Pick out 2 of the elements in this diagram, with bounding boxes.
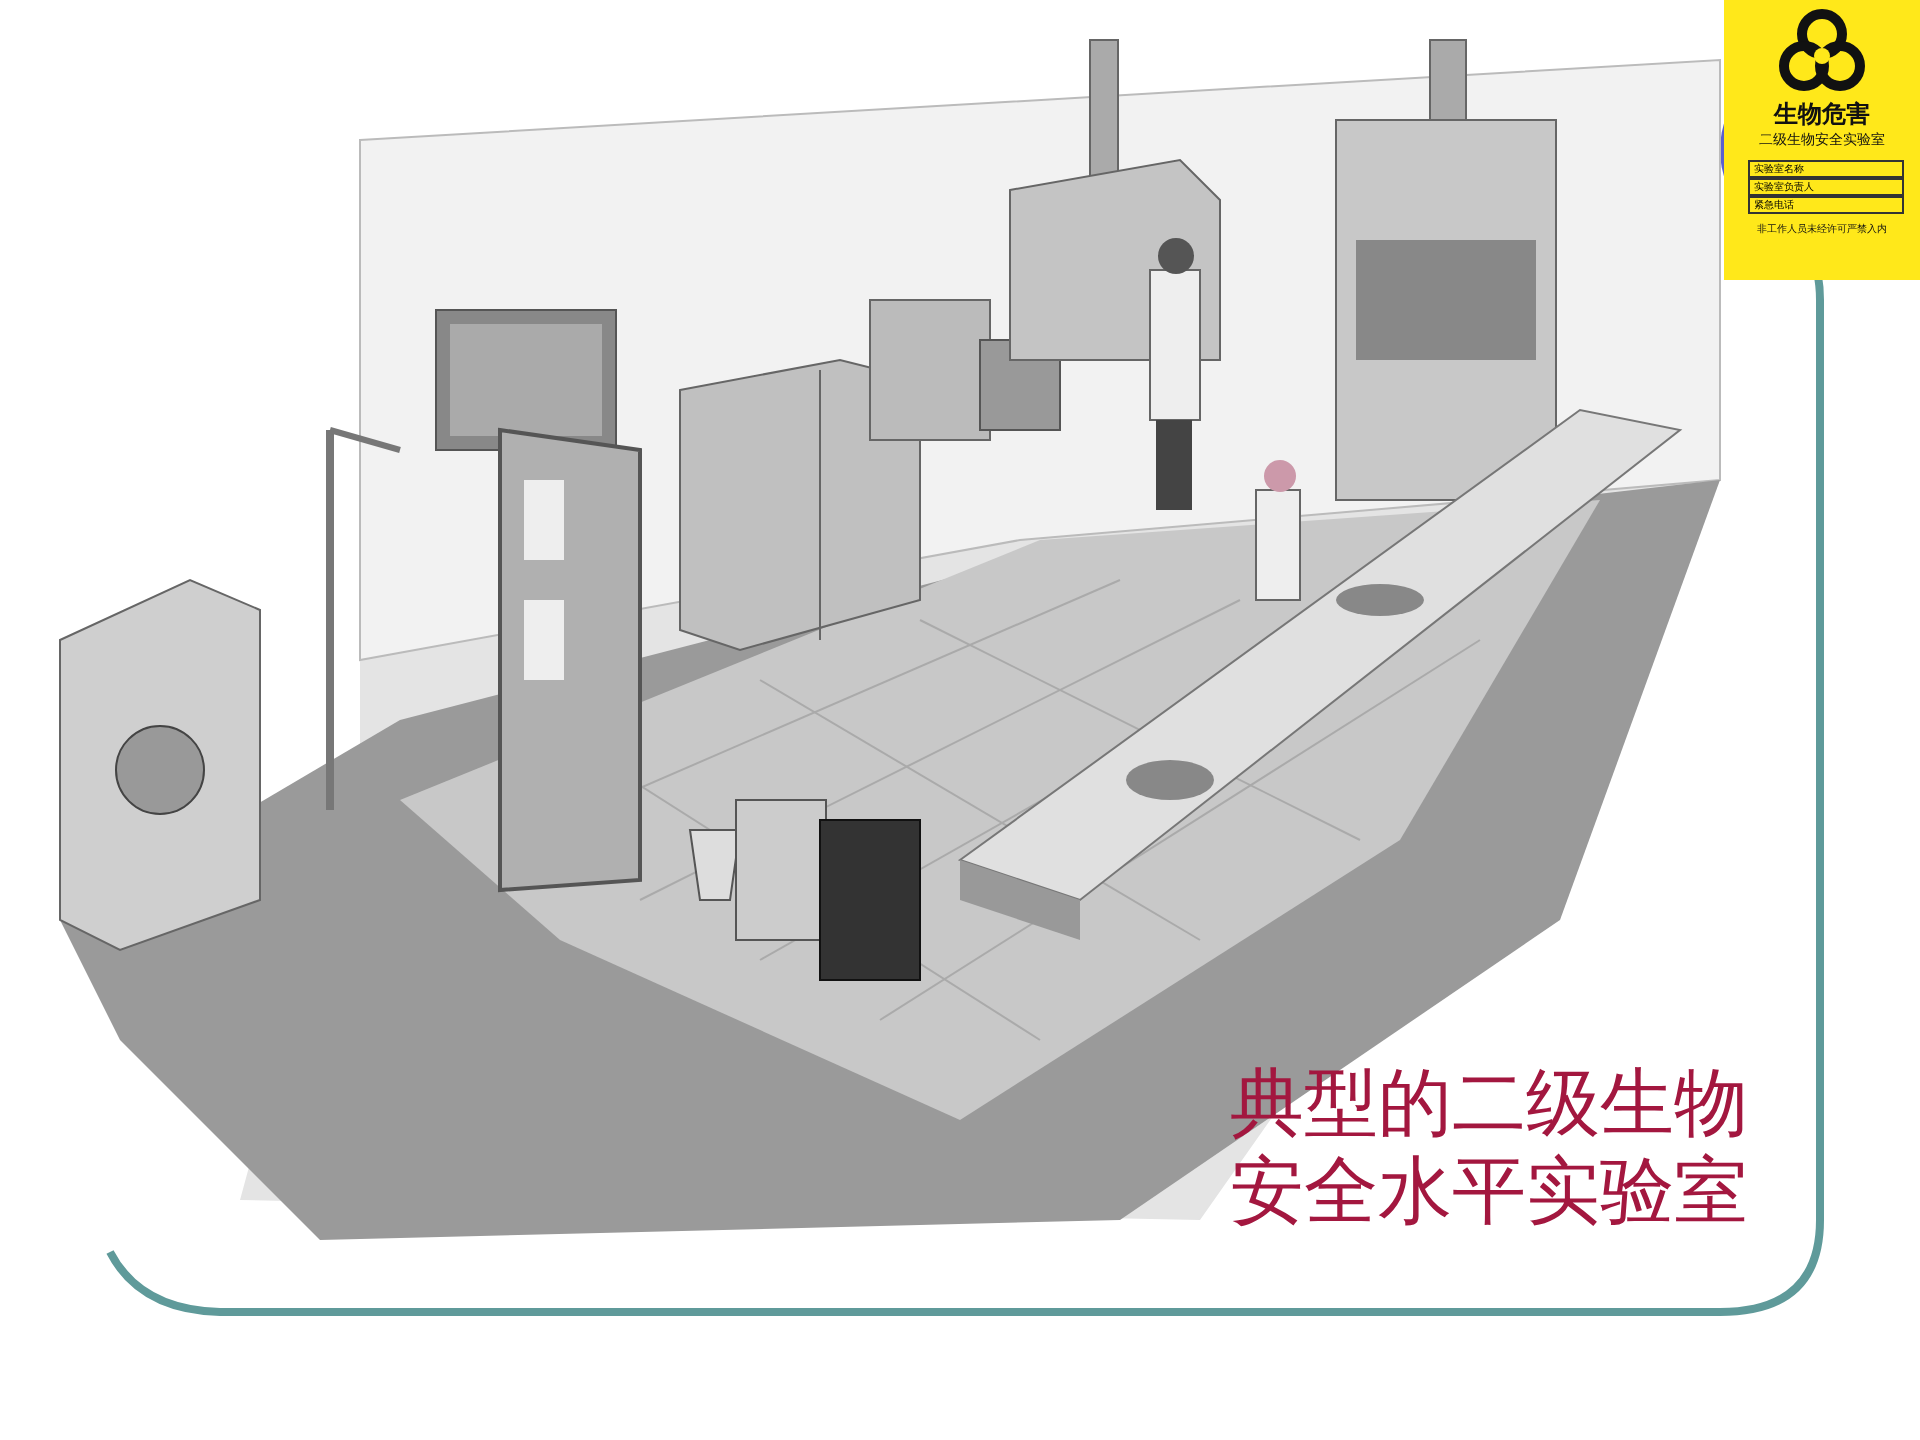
title: 典型的二级生物安全水平实验室 — [1230, 1060, 1750, 1236]
sign-heading: 生物危害 — [1771, 100, 1872, 128]
